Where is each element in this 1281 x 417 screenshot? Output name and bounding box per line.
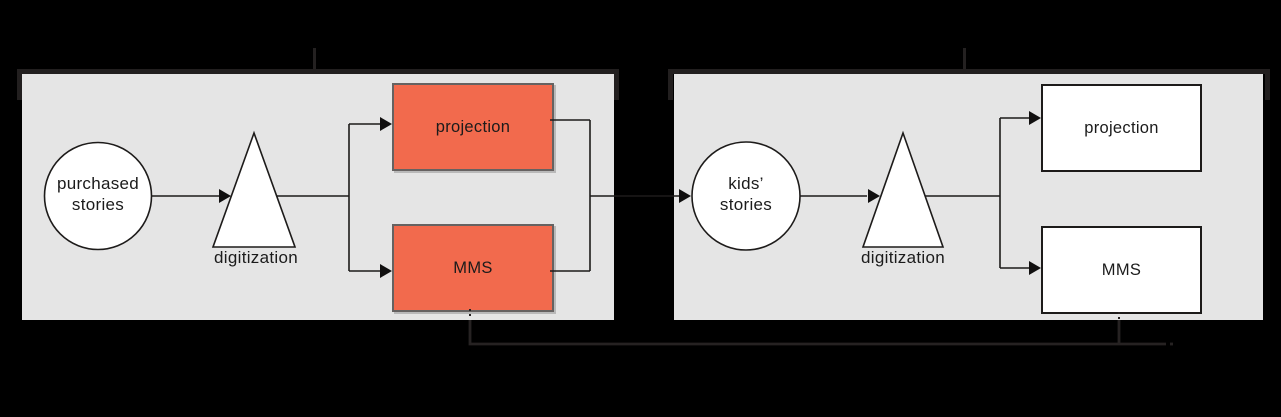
- panel2-source-line1: kids’: [728, 174, 764, 193]
- panel2-top-border: [668, 69, 1270, 74]
- panel1-mms-box: MMS: [392, 224, 554, 312]
- panel1-digitization-label: digitization: [214, 248, 298, 267]
- panel2-corner-bracket-left: [668, 74, 673, 100]
- panel2-source-line2: stories: [719, 195, 773, 214]
- panel2-digitization-label: digitization: [861, 248, 945, 267]
- panel2-mms-label: MMS: [1101, 260, 1142, 279]
- panel1-mms-label: MMS: [453, 258, 493, 277]
- panel2-projection-box: projection: [1041, 84, 1202, 172]
- panel1-corner-bracket-right: [614, 74, 619, 100]
- panel1-top-tick: [313, 48, 316, 69]
- panel2-source-label: kids’ stories: [686, 173, 806, 215]
- panel2-top-tick: [963, 48, 966, 69]
- panel2-projection-label: projection: [1084, 118, 1159, 137]
- bottom-connector-line: [468, 320, 1166, 346]
- panel1-projection-box: projection: [392, 83, 554, 171]
- panel1-top-border: [17, 69, 619, 74]
- panel2-mms-box: MMS: [1041, 226, 1202, 314]
- panel2-corner-bracket-right: [1265, 74, 1270, 100]
- panel1-source-label: purchased stories: [38, 173, 158, 215]
- panel1-source-line2: stories: [71, 195, 125, 214]
- panel1-projection-label: projection: [435, 117, 511, 136]
- panel1-corner-bracket-left: [17, 74, 22, 100]
- panel1-source-line1: purchased: [56, 174, 140, 193]
